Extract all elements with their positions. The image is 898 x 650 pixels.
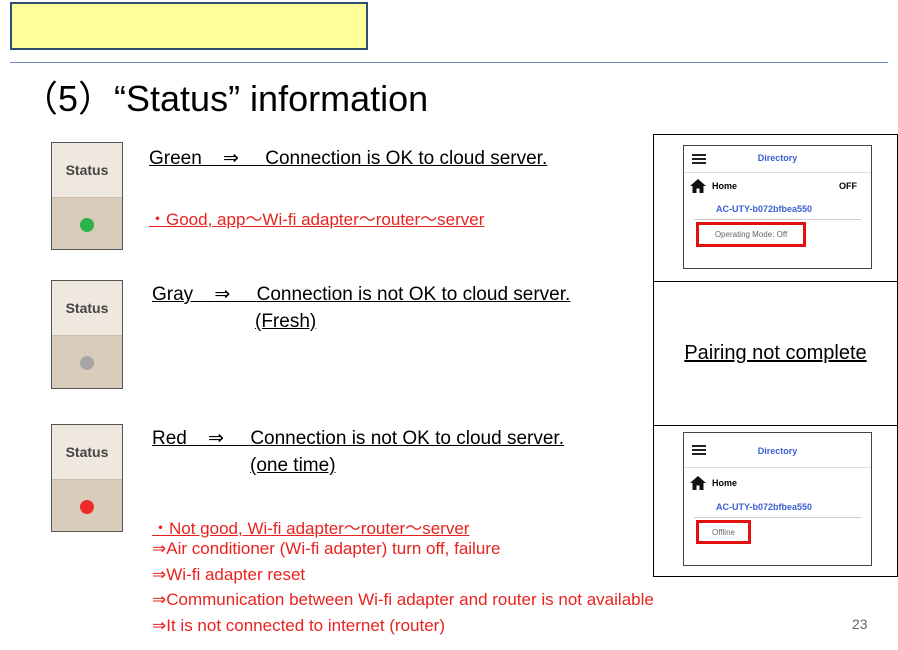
hamburger-menu-icon [692,445,706,455]
arrow: ⇒ [214,284,231,305]
status-thumbnail-gray: Status [51,280,123,389]
directory-title: Directory [757,153,798,163]
red-note-summary: ・Not good, Wi-fi adapter～router～server [152,519,470,538]
pairing-cell: Pairing not complete [653,281,898,426]
title-placeholder-box [10,2,368,50]
arrow: ⇒ [222,148,239,169]
gray-status-line: Gray ⇒ Connection is not OK to cloud ser… [152,283,570,306]
status-color-name: Green [149,148,202,169]
status-color-name: Red [152,428,187,449]
power-state-label: OFF [839,181,857,191]
title-rule [10,62,888,63]
device-name: AC-UTY-b072bfbea550 [716,502,813,512]
status-thumbnail-red: Status [51,424,123,532]
home-icon [690,179,706,193]
device-name: AC-UTY-b072bfbea550 [716,204,813,214]
red-note-cause-4: ⇒It is not connected to internet (router… [152,616,446,635]
green-status-dot [80,217,94,232]
red-note-cause-2: ⇒Wi-fi adapter reset [152,565,306,584]
home-label: Home [712,181,738,191]
green-status-line: Green ⇒ Connection is OK to cloud server… [149,147,547,170]
red-note-cause-3: ⇒Communication between Wi-fi adapter and… [152,590,654,609]
status-color-name: Gray [152,284,194,305]
red-status-subline: (one time) [250,455,336,476]
status-thumbnail-green: Status [51,142,123,250]
status-description: Connection is not OK to cloud server. [256,284,571,305]
divider [694,517,861,518]
app-screenshot-red: Directory Home AC-UTY-b072bfbea550 Offli… [683,432,872,566]
gray-status-dot [80,356,94,370]
arrow: ⇒ [207,428,224,449]
green-note: ・Good, app～Wi-fi adapter～router～server [149,210,485,229]
status-description: Connection is OK to cloud server. [265,148,548,169]
directory-title: Directory [757,446,798,456]
home-label: Home [712,478,738,488]
status-highlight-box: Operating Mode: Off [696,222,806,247]
status-thumbnail-label: Status [52,143,122,198]
pairing-status-text: Pairing not complete [684,342,867,364]
app-screenshot-cell-green: Directory Home OFF AC-UTY-b072bfbea550 O… [653,134,898,282]
red-status-line: Red ⇒ Connection is not OK to cloud serv… [152,427,564,450]
app-screenshot-green: Directory Home OFF AC-UTY-b072bfbea550 O… [683,145,872,269]
red-status-dot [80,499,94,514]
page-number: 23 [852,616,868,632]
status-thumbnail-label: Status [52,281,122,336]
hamburger-menu-icon [692,154,706,164]
divider [694,219,861,220]
status-thumbnail-label: Status [52,425,122,480]
gray-status-subline: (Fresh) [255,311,317,332]
page-title: （5）“Status” information [22,78,429,119]
status-description: Connection is not OK to cloud server. [250,428,564,449]
red-note-cause-1: ⇒Air conditioner (Wi-fi adapter) turn of… [152,539,501,558]
home-icon [690,476,706,490]
app-screenshot-cell-red: Directory Home AC-UTY-b072bfbea550 Offli… [653,425,898,577]
status-highlight-box: Offline [696,520,751,544]
